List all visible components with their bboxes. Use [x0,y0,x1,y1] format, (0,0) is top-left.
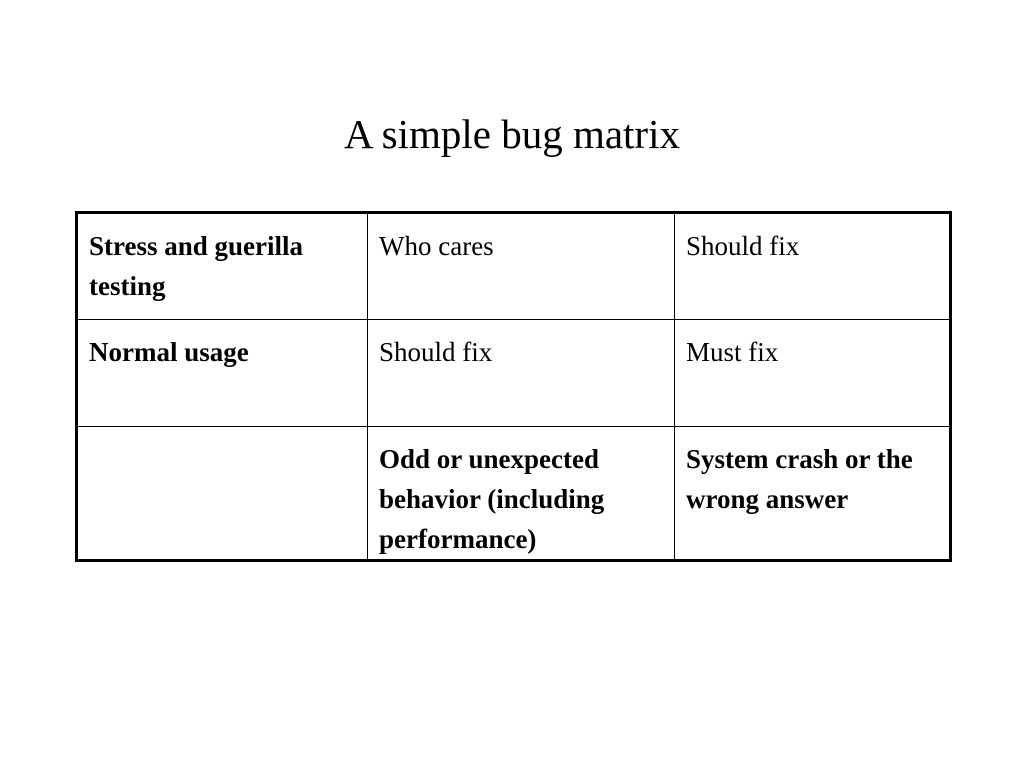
cell-who-cares: Who cares [367,212,675,320]
cell-should-fix-normal: Should fix [367,319,675,427]
row-label-normal-usage: Normal usage [76,319,368,427]
corner-cell-empty [76,426,368,561]
matrix-row-stress: Stress and guerilla testing Who cares Sh… [76,212,951,320]
matrix-row-severity: Odd or unexpected behavior (including pe… [76,426,951,561]
col-label-odd-behavior: Odd or unexpected behavior (including pe… [367,426,675,561]
bug-matrix-table: Stress and guerilla testing Who cares Sh… [75,211,952,562]
matrix-row-normal: Normal usage Should fix Must fix [76,319,951,427]
cell-should-fix-stress: Should fix [674,212,951,320]
row-label-stress-testing: Stress and guerilla testing [76,212,368,320]
cell-must-fix: Must fix [674,319,951,427]
col-label-system-crash: System crash or the wrong answer [674,426,951,561]
slide-title: A simple bug matrix [344,111,680,157]
